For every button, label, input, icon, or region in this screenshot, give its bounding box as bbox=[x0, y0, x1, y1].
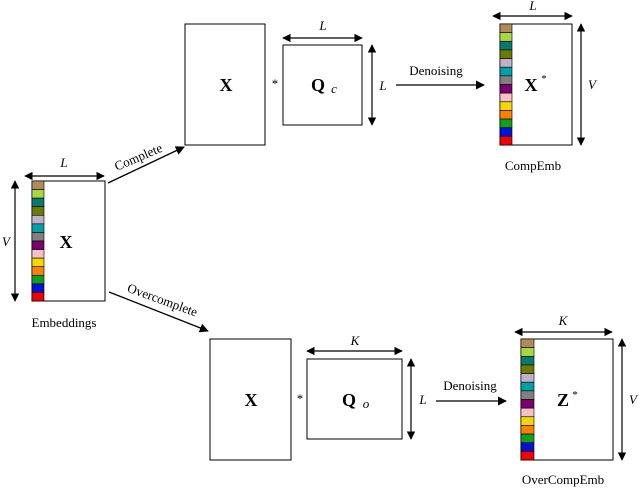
overcompemb-height-label: V bbox=[629, 392, 639, 407]
stripe-cell bbox=[31, 266, 45, 276]
stripe-cell bbox=[520, 416, 535, 426]
overcompemb-width-label: K bbox=[558, 313, 569, 328]
overcomplete-multiply: * bbox=[297, 391, 304, 406]
stripe-cell bbox=[31, 257, 45, 268]
complete-arrow bbox=[107, 146, 185, 184]
overcompemb-star: * bbox=[572, 389, 578, 401]
qc-matrix bbox=[282, 44, 363, 126]
overcompemb-matrix bbox=[520, 338, 614, 461]
overcomplete-X: X bbox=[245, 390, 258, 410]
embeddings-caption: Embeddings bbox=[32, 315, 97, 330]
stripe-cell bbox=[520, 442, 535, 452]
complete-X: X bbox=[220, 75, 233, 95]
overcomplete-arrow bbox=[108, 291, 209, 333]
stripe-cell bbox=[520, 433, 535, 444]
complete-denoising-label: Denoising bbox=[409, 63, 463, 78]
stripe-cell bbox=[31, 274, 45, 285]
stripe-cell bbox=[520, 373, 535, 383]
stripe-cell bbox=[520, 347, 535, 357]
stripe-cell bbox=[31, 249, 45, 259]
stripe-cell bbox=[31, 180, 45, 190]
stripe-cell bbox=[499, 32, 513, 42]
compemb-height-label: V bbox=[588, 77, 598, 92]
stripe-cell bbox=[31, 197, 45, 208]
complete-multiply: * bbox=[272, 76, 279, 91]
overcompemb-caption: OverCompEmb bbox=[522, 472, 604, 487]
stripe-cell bbox=[499, 40, 513, 51]
stripe-cell bbox=[31, 223, 45, 233]
complete-row: X * L Q c L Denoising L X * V CompEmb bbox=[184, 0, 598, 173]
embeddings-stripe bbox=[31, 180, 45, 302]
qo-subscript: o bbox=[363, 396, 370, 411]
stripe-cell bbox=[499, 136, 513, 146]
stripe-cell bbox=[31, 292, 45, 302]
stripe-cell bbox=[499, 58, 513, 68]
complete-X-matrix bbox=[184, 23, 266, 146]
stripe-cell bbox=[520, 399, 535, 409]
overcomplete-row: X * K Q o L Denoising K Z * V OverCompEm… bbox=[209, 313, 639, 487]
embeddings-X: X bbox=[60, 232, 73, 252]
overcompemb-Z: Z bbox=[557, 390, 569, 410]
stripe-cell bbox=[31, 232, 45, 242]
compemb-stripe bbox=[499, 23, 513, 146]
compemb-X: X bbox=[525, 75, 538, 95]
qo-width-label: K bbox=[350, 333, 361, 348]
stripe-cell bbox=[499, 49, 513, 59]
stripe-cell bbox=[31, 189, 45, 199]
stripe-cell bbox=[499, 127, 513, 137]
stripe-cell bbox=[499, 110, 513, 120]
stripe-cell bbox=[520, 390, 535, 400]
compemb-caption: CompEmb bbox=[505, 158, 561, 173]
compemb-star: * bbox=[541, 73, 547, 85]
qo-Q: Q bbox=[342, 390, 356, 410]
stripe-cell bbox=[499, 66, 513, 77]
stripe-cell bbox=[499, 101, 513, 111]
stripe-cell bbox=[499, 75, 513, 85]
stripe-cell bbox=[520, 355, 535, 366]
stripe-cell bbox=[499, 118, 513, 129]
embeddings-width-label: L bbox=[59, 155, 67, 170]
stripe-cell bbox=[31, 214, 45, 225]
stripe-cell bbox=[520, 338, 535, 348]
stripe-cell bbox=[520, 381, 535, 392]
stripe-cell bbox=[520, 425, 535, 435]
stripe-cell bbox=[520, 407, 535, 418]
qc-subscript: c bbox=[331, 81, 337, 96]
embeddings-block: L V X Embeddings bbox=[2, 155, 106, 330]
stripe-cell bbox=[31, 283, 45, 293]
qc-Q: Q bbox=[311, 75, 325, 95]
stripe-cell bbox=[31, 206, 45, 216]
qc-width-label: L bbox=[318, 18, 326, 33]
stripe-cell bbox=[499, 23, 513, 33]
stripe-cell bbox=[520, 451, 535, 461]
compemb-width-label: L bbox=[528, 0, 536, 13]
stripe-cell bbox=[499, 84, 513, 94]
qc-height-label: L bbox=[378, 78, 386, 93]
overcomplete-X-matrix bbox=[209, 338, 292, 461]
overcompemb-stripe bbox=[520, 338, 535, 461]
stripe-cell bbox=[499, 92, 513, 103]
stripe-cell bbox=[31, 240, 45, 250]
qo-height-label: L bbox=[418, 392, 426, 407]
embeddings-height-label: V bbox=[2, 234, 12, 249]
overcomplete-denoising-label: Denoising bbox=[443, 378, 497, 393]
stripe-cell bbox=[520, 364, 535, 374]
qo-matrix bbox=[306, 358, 403, 440]
